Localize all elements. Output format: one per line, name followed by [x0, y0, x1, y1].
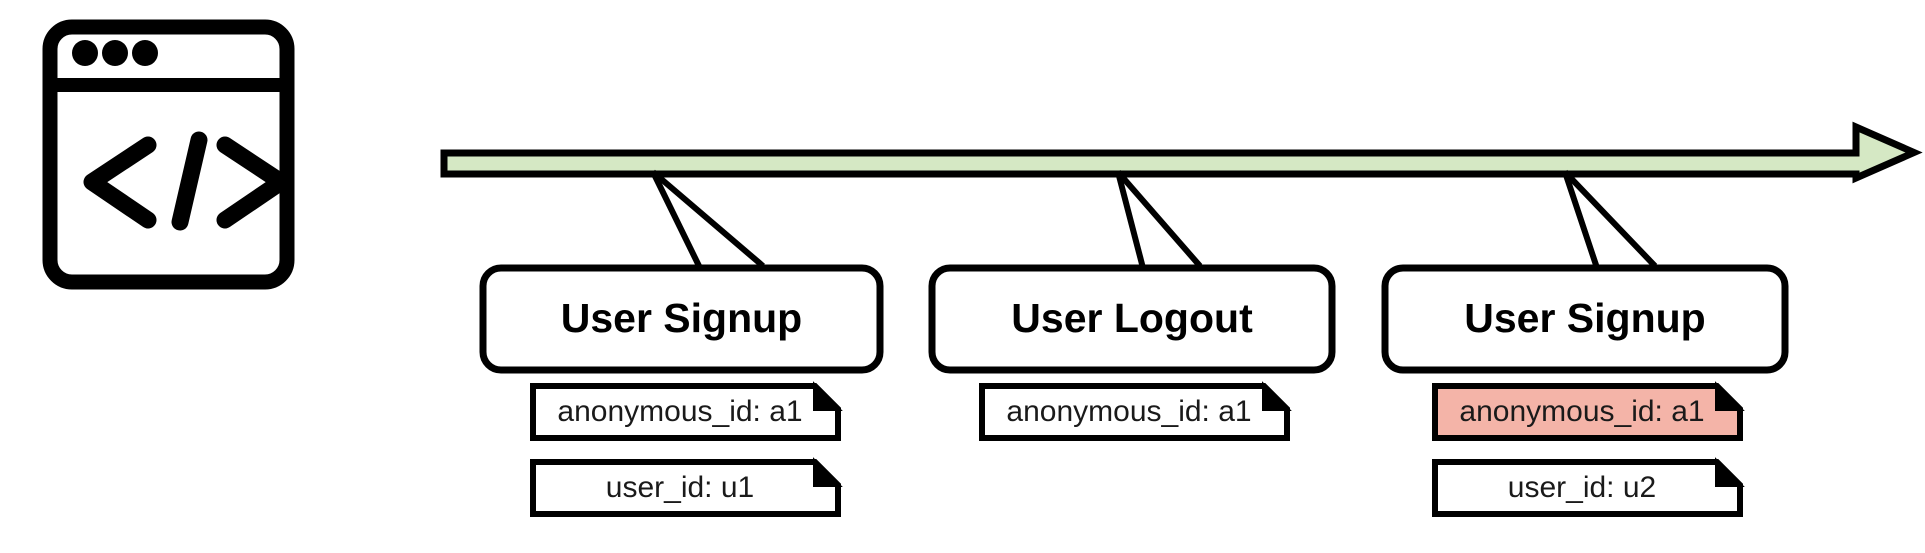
note-fold-1-2-icon: [813, 457, 843, 487]
code-window-icon: [42, 19, 295, 290]
event-timeline-arrow: [440, 121, 1923, 184]
note-box-2-1[interactable]: [979, 383, 1290, 441]
event-group-3[interactable]: User Signup anonymous_id: a1 user_id: u2: [1381, 169, 1789, 517]
event-box-2[interactable]: [928, 264, 1336, 374]
event-group-1[interactable]: User Signup anonymous_id: a1 user_id: u1: [479, 169, 884, 517]
callout-line-2-left: [1115, 171, 1146, 269]
code-angle-left-icon: [83, 136, 157, 229]
note-box-3-2[interactable]: [1432, 459, 1743, 517]
note-fold-2-1-icon: [1262, 381, 1292, 411]
note-label-1-1: anonymous_id: a1: [557, 395, 802, 428]
note-label-3-2: user_id: u2: [1508, 471, 1656, 504]
timeline-bar: [440, 121, 1923, 184]
callout-line-3-left: [1562, 171, 1600, 269]
callout-line-1-right: [651, 169, 765, 269]
note-label-3-1: anonymous_id: a1: [1459, 395, 1704, 428]
event-label-1: User Signup: [561, 295, 802, 341]
event-box-1[interactable]: [479, 264, 884, 374]
note-fold-3-2-icon: [1715, 457, 1745, 487]
note-box-3-1[interactable]: [1432, 383, 1743, 441]
note-box-1-2[interactable]: [530, 459, 841, 517]
note-label-2-1: anonymous_id: a1: [1006, 395, 1251, 428]
window-dot-2-icon: [102, 40, 128, 66]
event-label-3: User Signup: [1464, 295, 1705, 341]
code-angle-right-icon: [216, 136, 290, 229]
event-label-2: User Logout: [1011, 295, 1253, 341]
callout-line-1-left: [650, 170, 703, 270]
note-label-1-2: user_id: u1: [606, 471, 754, 504]
callout-line-2-right: [1115, 170, 1203, 268]
note-fold-1-1-icon: [813, 381, 843, 411]
window-dot-1-icon: [72, 40, 98, 66]
code-slash-icon: [171, 131, 208, 231]
window-dot-3-icon: [132, 40, 158, 66]
note-fold-3-1-icon: [1715, 381, 1745, 411]
note-box-1-1[interactable]: [530, 383, 841, 441]
event-box-3[interactable]: [1381, 264, 1789, 374]
event-group-2[interactable]: User Logout anonymous_id: a1: [928, 170, 1336, 441]
callout-line-3-right: [1562, 169, 1658, 269]
